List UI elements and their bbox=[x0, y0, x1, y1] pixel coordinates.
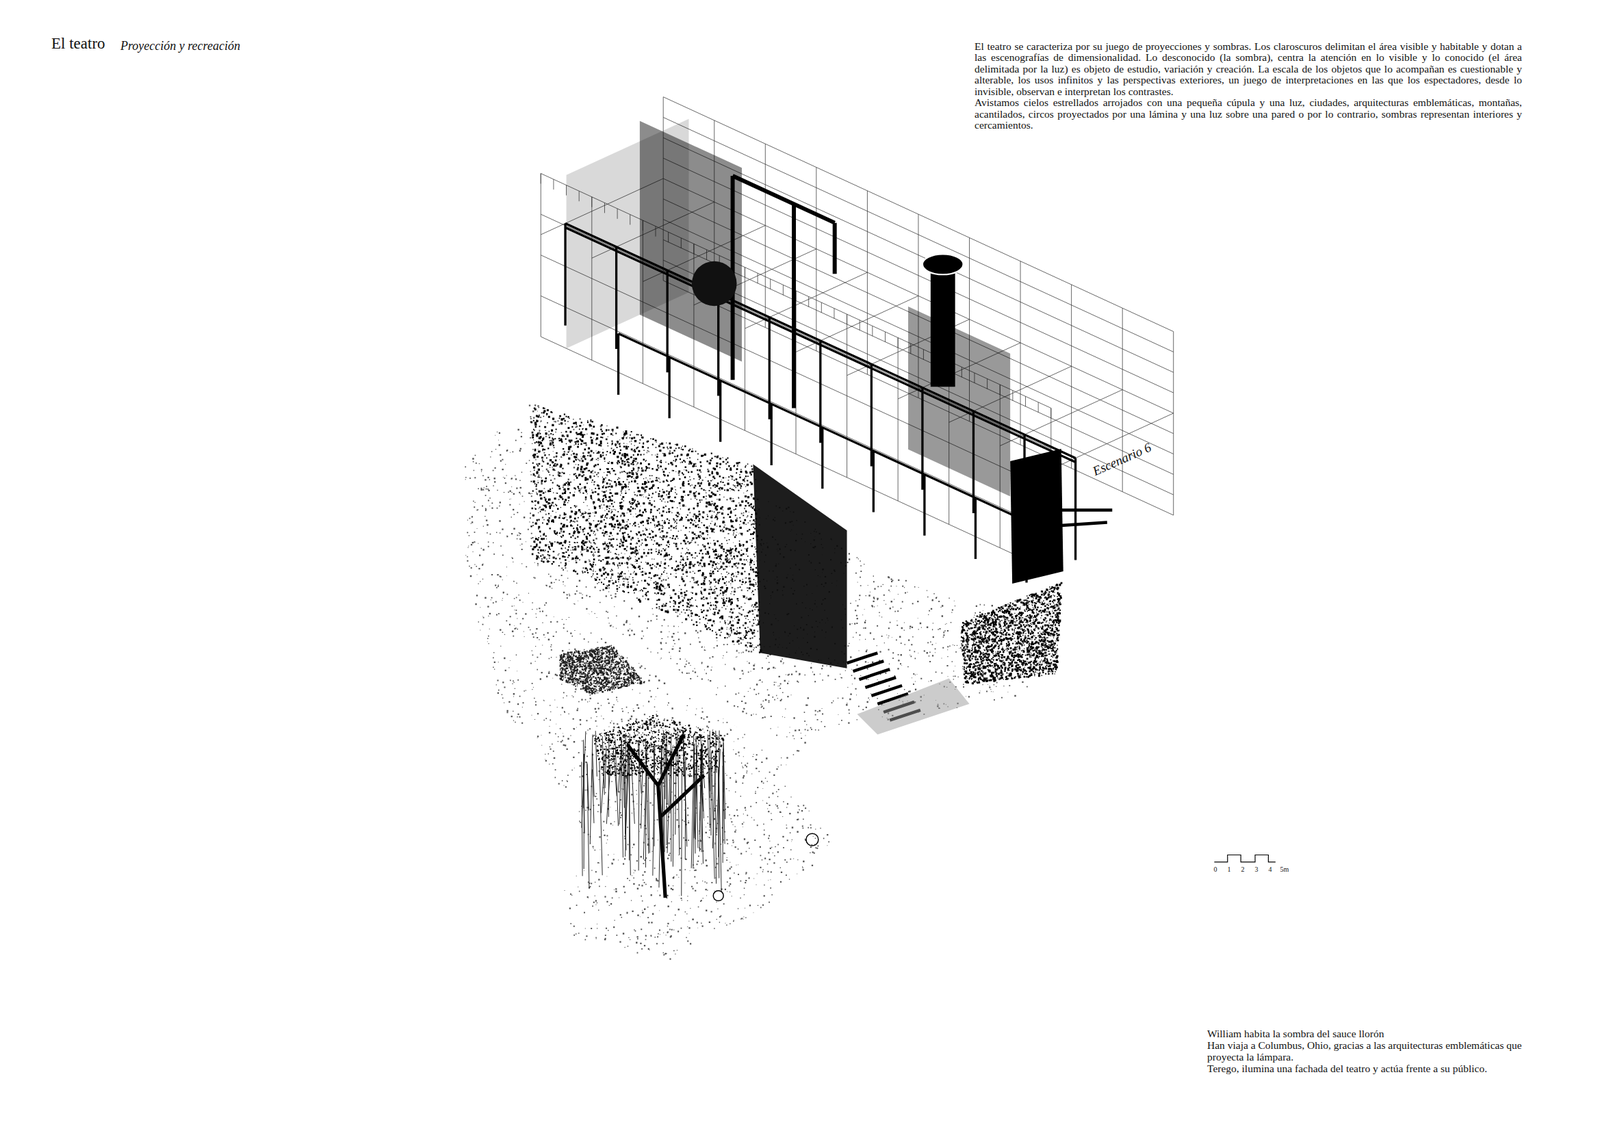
lamp bbox=[713, 891, 724, 902]
subtitle: Proyección y recreación bbox=[120, 39, 395, 54]
scale-number: 1 bbox=[1224, 865, 1234, 874]
bench bbox=[559, 645, 645, 695]
scale-bar bbox=[1214, 855, 1275, 863]
title: El teatro bbox=[51, 35, 106, 53]
dish bbox=[691, 261, 738, 307]
caption-line: William habita la sombra del sauce lloró… bbox=[1207, 1027, 1550, 1040]
scale-number: 4 bbox=[1265, 865, 1275, 874]
description-text: El teatro se caracteriza por su juego de… bbox=[974, 41, 1522, 98]
willow-canopy bbox=[592, 715, 725, 778]
drawing bbox=[464, 97, 1276, 961]
scale-number: 0 bbox=[1210, 865, 1221, 874]
scale-number: 2 bbox=[1237, 865, 1248, 874]
caption-line: Terego, ilumina una fachada del teatro y… bbox=[1207, 1062, 1550, 1075]
stage-label: Escenario 6 bbox=[1090, 421, 1197, 480]
wall-shadow bbox=[752, 463, 847, 668]
scale-number: 3 bbox=[1251, 865, 1262, 874]
tower bbox=[930, 264, 956, 387]
caption-line: Han viaja a Columbus, Ohio, gracias a la… bbox=[1207, 1039, 1550, 1063]
scale-number: 5m bbox=[1275, 865, 1294, 874]
shadow-panel bbox=[566, 119, 690, 349]
shadow-panel bbox=[908, 306, 1011, 497]
projector-arm bbox=[1061, 510, 1113, 526]
path-strip bbox=[500, 566, 777, 744]
figure bbox=[806, 833, 819, 846]
stone-wall-right bbox=[960, 582, 1063, 686]
tower-top bbox=[922, 253, 964, 275]
willow-strands bbox=[581, 730, 726, 897]
black-block bbox=[1010, 448, 1064, 584]
gantry bbox=[732, 175, 835, 408]
description-text: Avistamos cielos estrellados arrojados c… bbox=[974, 97, 1522, 131]
wireframe bbox=[540, 97, 1173, 572]
stone-wall bbox=[530, 407, 762, 654]
cast-shadow bbox=[857, 678, 970, 735]
